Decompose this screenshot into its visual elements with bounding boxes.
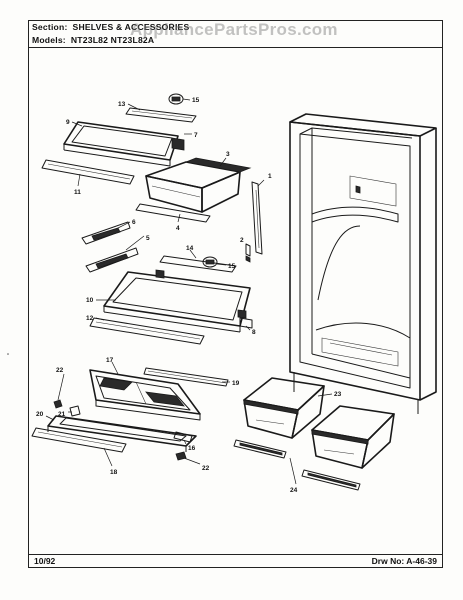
part-20-crisper-frame: [47, 415, 197, 452]
section-label: Section:: [32, 22, 68, 32]
models-header: Models: NT23L82 NT23L82A: [32, 35, 154, 45]
revision-date: 10/92: [34, 556, 56, 566]
header-rule: [28, 47, 443, 48]
part-23-crisper-drawer-left: [243, 377, 325, 439]
callout-12: 12: [86, 315, 94, 322]
part-14-shelf-trim: [159, 255, 237, 273]
drawing-number: Drw No: A-46-39: [371, 556, 437, 566]
part-16-slide: [173, 431, 193, 443]
part-17-crisper-cover: [89, 369, 201, 421]
part-6-shelf-support: [81, 221, 131, 245]
section-header: Section: SHELVES & ACCESSORIES: [32, 22, 189, 32]
callout-20: 20: [36, 411, 44, 418]
callout-15b: 15: [228, 263, 236, 270]
part-1-rail: [251, 181, 263, 255]
callout-21: 21: [58, 411, 66, 418]
part-18-front-trim: [31, 427, 127, 453]
part-22-roller-left: [53, 399, 63, 409]
part-13-shelf-trim: [125, 107, 197, 123]
part-15-clip-top: [168, 93, 184, 105]
part-23-crisper-drawer-right: [311, 405, 395, 469]
callout-2: 2: [240, 237, 244, 244]
callout-10: 10: [86, 297, 94, 304]
part-24-drawer-slide-right: [301, 469, 361, 491]
callout-13: 13: [118, 101, 126, 108]
part-5-shelf-support: [85, 247, 139, 273]
callout-24: 24: [290, 487, 298, 494]
callout-labels: 1 2 3 4 5 6 7 8 9 10 11 12 13 14 15 15 1…: [36, 97, 342, 494]
part-2-bracket: [245, 243, 251, 263]
callout-19: 19: [232, 380, 240, 387]
part-12-shelf-trim: [89, 317, 205, 345]
callout-18: 18: [110, 469, 118, 476]
section-value: SHELVES & ACCESSORIES: [72, 22, 190, 32]
stray-mark: [7, 353, 9, 355]
part-11-shelf-trim: [41, 159, 135, 185]
callout-8: 8: [252, 329, 256, 336]
leader-lines: [45, 98, 333, 485]
callout-4: 4: [176, 225, 180, 232]
callout-5: 5: [146, 235, 150, 242]
part-24-drawer-slide-left: [233, 439, 287, 459]
refrigerator-cabinet: [289, 113, 437, 414]
callout-22a: 22: [56, 367, 64, 374]
part-21-clip: [69, 405, 81, 417]
watermark: AppliancePartsPros.com: [130, 20, 338, 39]
part-19-rail: [143, 367, 229, 387]
part-9-top-shelf: [63, 121, 185, 167]
callout-15a: 15: [192, 97, 200, 104]
callout-9: 9: [66, 119, 70, 126]
models-label: Models:: [32, 35, 66, 45]
callout-23: 23: [334, 391, 342, 398]
callout-3: 3: [226, 151, 230, 158]
callout-14: 14: [186, 245, 194, 252]
part-10-middle-shelf: [103, 269, 251, 333]
callout-11: 11: [74, 189, 81, 196]
footer-rule: [28, 554, 443, 555]
part-3-meat-drawer: [145, 157, 252, 213]
drawing-frame: [28, 20, 443, 568]
callout-7: 7: [194, 132, 198, 139]
callout-1: 1: [268, 173, 272, 180]
callout-16: 16: [188, 445, 196, 452]
part-4-drawer-cover: [135, 203, 211, 223]
models-value: NT23L82 NT23L82A: [70, 35, 155, 45]
callout-17: 17: [106, 357, 114, 364]
part-8-shelf-bracket: [239, 317, 253, 329]
callout-22b: 22: [202, 465, 210, 472]
callout-6: 6: [132, 219, 136, 226]
part-15-clip-mid: [202, 256, 218, 268]
part-22-roller-right: [175, 451, 187, 461]
